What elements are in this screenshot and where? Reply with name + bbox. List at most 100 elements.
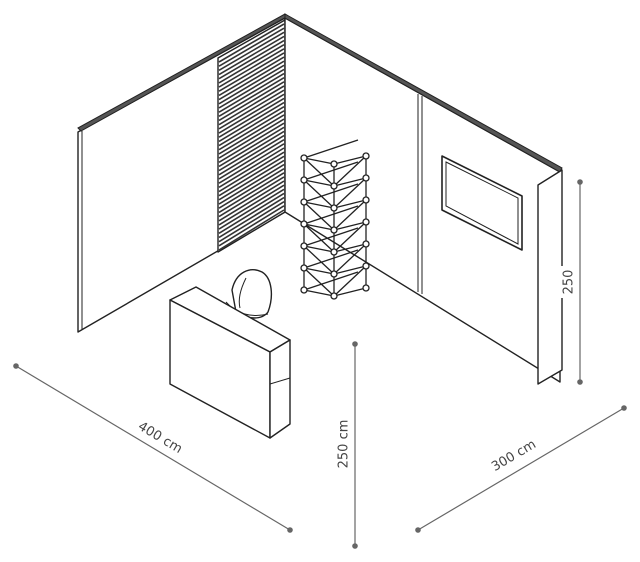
- slat: [218, 77, 285, 117]
- slat: [218, 180, 285, 222]
- slat: [218, 35, 285, 76]
- shelf-node: [362, 284, 370, 292]
- slat: [218, 201, 285, 243]
- shelf-strut: [333, 221, 367, 231]
- cube-shelf: [300, 139, 370, 300]
- slat: [218, 143, 285, 184]
- slat: [218, 43, 285, 84]
- slat: [218, 39, 285, 80]
- shelf-node: [362, 218, 370, 226]
- reception-counter: [169, 286, 291, 439]
- shelf-node: [330, 226, 338, 234]
- slat: [218, 110, 285, 151]
- shelf-node: [300, 154, 308, 162]
- shelf-strut: [303, 157, 335, 165]
- shelf-strut: [303, 245, 335, 253]
- shelf-node: [300, 286, 308, 294]
- shelf-strut: [303, 223, 335, 231]
- slat: [218, 101, 285, 143]
- shelf-strut: [333, 265, 367, 275]
- slat: [218, 72, 285, 113]
- slat: [218, 172, 285, 214]
- shelf-node: [330, 204, 338, 212]
- slat: [218, 68, 285, 109]
- shelf-strut: [303, 157, 335, 187]
- shelf-node: [300, 198, 308, 206]
- slat: [218, 105, 285, 147]
- shelf-node: [362, 196, 370, 204]
- slatwall-panel: [217, 19, 286, 253]
- slat: [218, 151, 285, 193]
- slat: [218, 81, 285, 122]
- slat: [218, 56, 285, 97]
- shelf-strut: [333, 243, 367, 275]
- shelf-node: [330, 248, 338, 256]
- slat: [218, 114, 285, 155]
- shelf-strut: [303, 139, 359, 159]
- dimension-depth: 300 cm: [415, 405, 627, 533]
- slat: [218, 126, 285, 168]
- shelf-node: [300, 264, 308, 272]
- right-back-wall: [284, 13, 563, 383]
- dimension-side-height: 250: [559, 179, 583, 385]
- slat: [218, 60, 285, 101]
- shelf-node: [330, 270, 338, 278]
- slat: [218, 205, 285, 247]
- shelf-node: [330, 292, 338, 300]
- slat: [218, 27, 285, 67]
- slat: [218, 209, 285, 251]
- slat: [218, 64, 285, 105]
- slat: [218, 118, 285, 159]
- shelf-strut: [303, 245, 335, 275]
- shelf-strut: [303, 223, 335, 253]
- slat: [218, 85, 285, 126]
- shelf-strut: [303, 271, 359, 291]
- shelf-strut: [333, 243, 367, 253]
- shelf-strut: [333, 199, 367, 231]
- slat: [218, 93, 285, 134]
- shelf-strut: [303, 179, 335, 209]
- shelf-strut: [303, 227, 359, 247]
- slat: [218, 147, 285, 189]
- shelf-strut: [303, 201, 335, 231]
- shelf-strut: [303, 249, 359, 269]
- shelf-strut: [333, 155, 367, 165]
- shelf-node: [362, 240, 370, 248]
- shelf-node: [300, 242, 308, 250]
- shelf-node: [300, 176, 308, 184]
- slat: [218, 31, 285, 72]
- shelf-strut: [333, 177, 367, 187]
- slat: [218, 139, 285, 180]
- slat: [218, 97, 285, 138]
- slat: [218, 163, 285, 205]
- shelf-node: [330, 160, 338, 168]
- slat: [218, 184, 285, 226]
- slat: [218, 192, 285, 234]
- slat: [218, 89, 285, 130]
- shelf-node: [300, 220, 308, 228]
- dimension-height: 250 cm: [334, 341, 358, 549]
- shelf-strut: [303, 161, 359, 181]
- side-height-label: 250: [562, 270, 577, 295]
- shelf-strut: [333, 177, 367, 209]
- shelf-strut: [303, 205, 359, 225]
- shelf-strut: [333, 287, 367, 297]
- shelf-strut: [303, 289, 335, 297]
- shelf-strut: [303, 267, 335, 297]
- slat: [218, 23, 285, 63]
- shelf-node: [362, 262, 370, 270]
- shelf-strut: [333, 199, 367, 209]
- shelf-node: [362, 174, 370, 182]
- shelf-node: [362, 152, 370, 160]
- shelf-node: [330, 182, 338, 190]
- slat: [218, 122, 285, 163]
- slat: [218, 188, 285, 230]
- right-end-wall: [537, 169, 563, 385]
- height-label: 250 cm: [337, 420, 352, 469]
- slat: [218, 130, 285, 172]
- slat: [218, 196, 285, 239]
- slat: [218, 52, 285, 92]
- slat: [218, 167, 285, 209]
